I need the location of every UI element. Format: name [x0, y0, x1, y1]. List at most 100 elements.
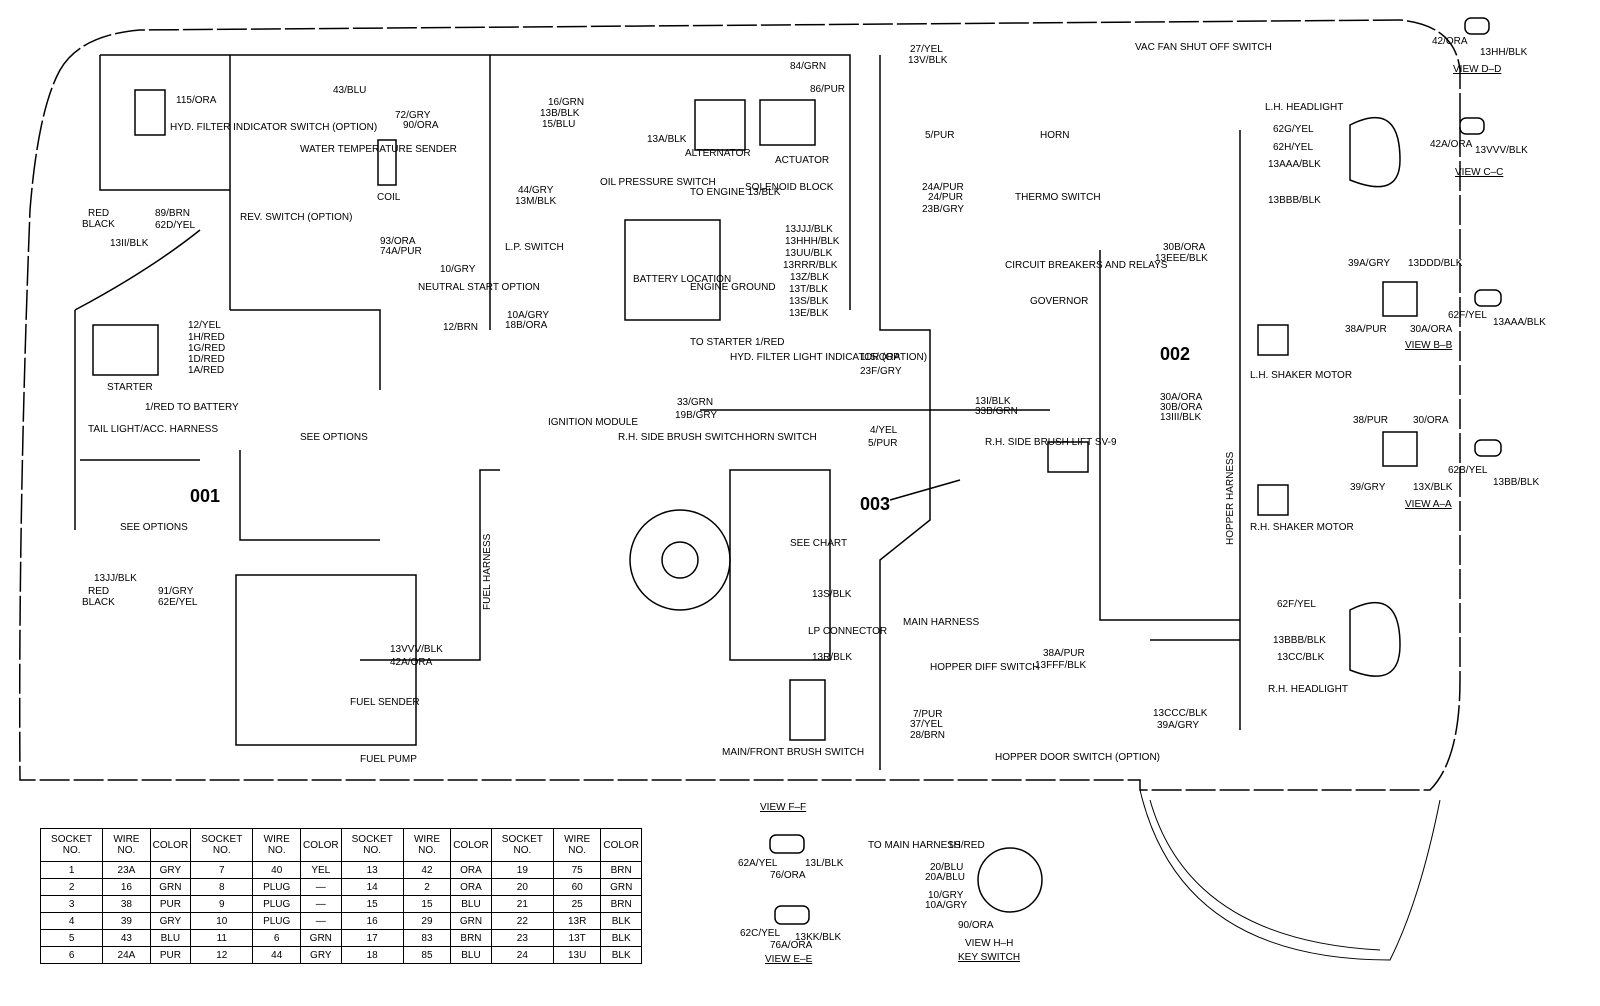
view-cc-title: VIEW C–C — [1455, 167, 1503, 178]
table-cell: 1 — [39, 861, 104, 879]
wire-label: 115/ORA — [176, 95, 217, 106]
wire-label: 16/GRN — [548, 97, 584, 108]
view-wire: 13BB/BLK — [1493, 477, 1539, 488]
header-cell: WIRE NO. — [102, 828, 151, 862]
wire-label: 38A/PUR — [1043, 648, 1085, 659]
harness-003: 003 — [860, 494, 890, 514]
table-cell: 6 — [39, 946, 104, 964]
view-wire: 62A/YEL — [738, 858, 778, 869]
wire-label: 13V/BLK — [908, 55, 948, 66]
wire-label: 27/YEL — [910, 44, 943, 55]
wire-label: 13T/BLK — [789, 284, 828, 295]
header-cell: COLOR — [149, 828, 192, 862]
wire-label: 13BBB/BLK — [1273, 635, 1326, 646]
table-cell: 2 — [402, 878, 452, 896]
wire-label: 15/BLU — [542, 119, 575, 130]
view-wire: 13KK/BLK — [795, 932, 841, 943]
table-cell: BRN — [600, 861, 642, 879]
wire-label: 30A/ORA — [1160, 392, 1203, 403]
table-cell: — — [300, 895, 342, 913]
wire-label: 62H/YEL — [1273, 142, 1313, 153]
see-options-label-2: SEE OPTIONS — [120, 522, 188, 533]
table-cell: 29 — [402, 912, 452, 930]
view-wire: 38A/PUR — [1345, 324, 1387, 335]
table-cell: 3 — [39, 895, 104, 913]
fuel-harness-label: FUEL HARNESS — [482, 533, 493, 610]
view-wire: 62F/YEL — [1448, 310, 1487, 321]
wire-label: 86/PUR — [810, 84, 845, 95]
wire-label: BLACK — [82, 219, 115, 230]
rh-side-brush-lift-label: R.H. SIDE BRUSH LIFT SV-9 — [985, 437, 1117, 448]
view-wire: 62B/YEL — [1448, 465, 1488, 476]
wire-label: 89/BRN — [155, 208, 190, 219]
wire-label: 72/GRY — [395, 110, 431, 121]
table-cell: 10 — [190, 912, 254, 930]
to-starter-label: TO STARTER 1/RED — [690, 337, 784, 348]
table-cell: 9 — [190, 895, 254, 913]
table-cell: YEL — [300, 861, 342, 879]
wire-label: 13JJ/BLK — [94, 573, 137, 584]
rh-headlight-label: R.H. HEADLIGHT — [1268, 684, 1348, 695]
table-cell: — — [300, 878, 342, 896]
wire-label: 13VVV/BLK — [390, 644, 443, 655]
table-cell: 19 — [490, 861, 554, 879]
wire-label: RED — [88, 586, 109, 597]
view-wire: 42A/ORA — [1430, 139, 1473, 150]
wire-label: 13M/BLK — [515, 196, 556, 207]
table-cell: GRY — [300, 946, 342, 964]
table-cell: 40 — [252, 861, 302, 879]
wire-label: 18B/ORA — [505, 320, 548, 331]
wire-label: 10A/GRY — [507, 310, 549, 321]
hyd-filter-label: HYD. FILTER INDICATOR SWITCH (OPTION) — [170, 122, 377, 133]
socket-chart-header: SOCKET NO. WIRE NO. COLOR SOCKET NO. WIR… — [39, 828, 642, 862]
wire-label: 90/ORA — [403, 120, 439, 131]
table-cell: 18 — [340, 946, 404, 964]
view-wire: 38/PUR — [1353, 415, 1388, 426]
wire-label: 28/BRN — [910, 730, 945, 741]
table-cell: 83 — [402, 929, 452, 947]
table-cell: PUR — [149, 895, 192, 913]
wire-label: 7/PUR — [913, 709, 942, 720]
table-cell: 15 — [340, 895, 404, 913]
wire-label: BLACK — [82, 597, 115, 608]
view-wire: 13HH/BLK — [1480, 47, 1528, 58]
wire-label: 13CC/BLK — [1277, 652, 1325, 663]
view-wire: 30A/ORA — [1410, 324, 1453, 335]
table-cell: GRY — [149, 861, 192, 879]
table-cell: 13R — [552, 912, 602, 930]
view-wire: 13VVV/BLK — [1475, 145, 1528, 156]
wire-label: 13B/BLK — [540, 108, 580, 119]
table-cell: 11 — [190, 929, 254, 947]
table-cell: 38 — [102, 895, 151, 913]
header-cell: SOCKET NO. — [340, 828, 404, 862]
view-wire: 20/BLU — [930, 862, 963, 873]
wire-label: 12/BRN — [443, 322, 478, 333]
table-cell: 85 — [402, 946, 452, 964]
wire-label: 30B/ORA — [1160, 402, 1203, 413]
vac-fan-label: VAC FAN SHUT OFF SWITCH — [1135, 42, 1272, 53]
thermo-label: THERMO SWITCH — [1015, 192, 1101, 203]
solenoid-block-label: SOLENOID BLOCK — [745, 182, 834, 193]
alternator-label: ALTERNATOR — [685, 148, 751, 159]
header-cell: WIRE NO. — [252, 828, 302, 862]
table-cell: 12 — [190, 946, 254, 964]
table-cell: BLU — [149, 929, 192, 947]
wire-label: 23B/GRY — [922, 204, 964, 215]
table-cell: PLUG — [252, 878, 302, 896]
wire-label: 91/GRY — [158, 586, 194, 597]
table-cell: 2 — [39, 878, 104, 896]
view-bb-title: VIEW B–B — [1405, 340, 1453, 351]
wire-label: 13III/BLK — [1160, 412, 1201, 423]
table-cell: 16 — [102, 878, 151, 896]
to-main-harness-label: TO MAIN HARNESS — [868, 840, 961, 851]
wire-label: 93/ORA — [380, 236, 416, 247]
table-cell: 43 — [102, 929, 151, 947]
view-wire: 13AAA/BLK — [1493, 317, 1546, 328]
wire-label: 23F/GRY — [860, 366, 902, 377]
wire-label: 30B/ORA — [1163, 242, 1206, 253]
header-cell: COLOR — [300, 828, 342, 862]
key-switch-title: KEY SWITCH — [958, 952, 1020, 963]
table-cell: 24A — [102, 946, 151, 964]
table-cell: PLUG — [252, 895, 302, 913]
hopper-diff-label: HOPPER DIFF SWITCH — [930, 662, 1039, 673]
